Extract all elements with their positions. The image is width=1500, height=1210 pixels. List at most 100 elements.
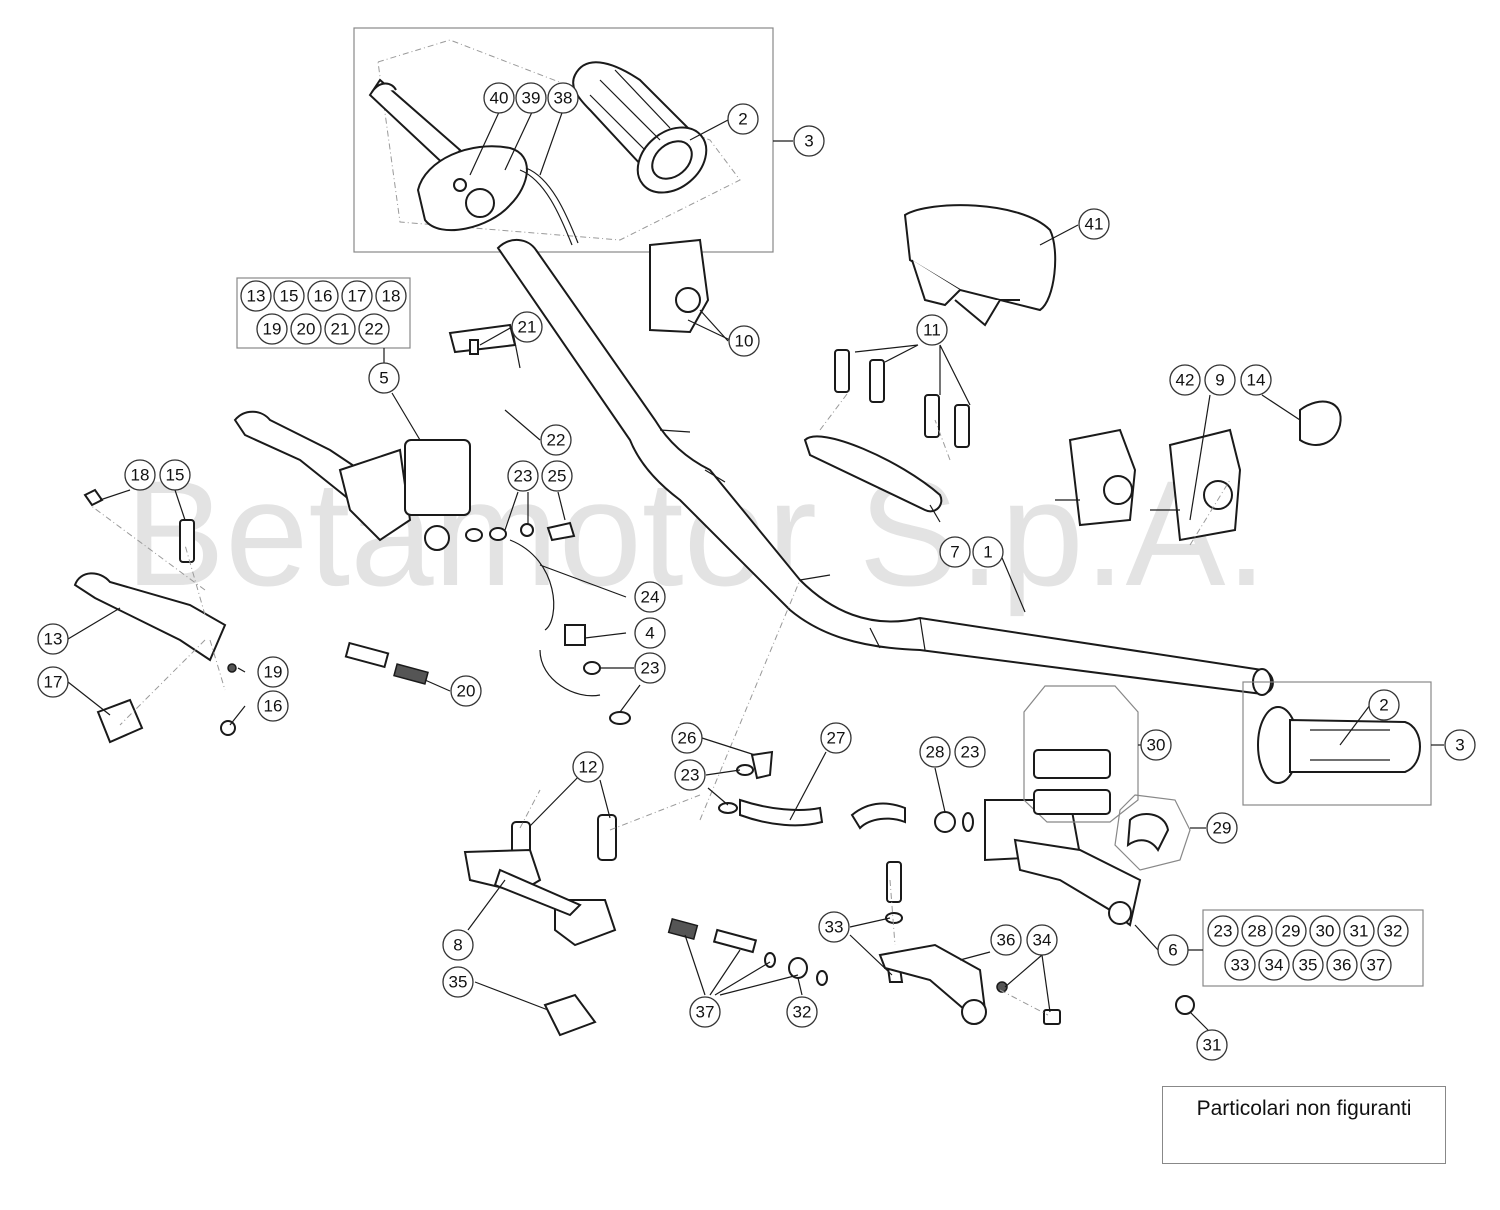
kit-6-item-label: 28: [1248, 922, 1267, 941]
callout-1-label: 1: [983, 543, 992, 562]
callout-16-label: 16: [264, 697, 283, 716]
kit-5-item: 15: [273, 280, 305, 312]
callout-33: 33: [818, 911, 850, 943]
callout-6-label: 6: [1168, 941, 1177, 960]
callout-2: 2: [1368, 689, 1400, 721]
leaders: [67, 109, 1444, 1031]
callout-41-label: 41: [1085, 215, 1104, 234]
kit-5-box: [236, 277, 411, 349]
callout-10-label: 10: [735, 332, 754, 351]
callout-16: 16: [257, 690, 289, 722]
kit-6-item: 29: [1275, 915, 1307, 947]
callout-26-label: 26: [678, 729, 697, 748]
callout-18-label: 18: [131, 466, 150, 485]
kit-6-item-label: 37: [1367, 956, 1386, 975]
kit-6-item-label: 34: [1265, 956, 1284, 975]
kit-5-item-label: 15: [280, 287, 299, 306]
callout-37-label: 37: [696, 1003, 715, 1022]
kit-6-item: 37: [1360, 949, 1392, 981]
callout-42: 42: [1169, 364, 1201, 396]
not-shown-box: Particolari non figuranti: [1162, 1086, 1446, 1164]
brake-hose: [718, 750, 906, 830]
kit-6-item: 33: [1224, 949, 1256, 981]
callout-4-label: 4: [645, 624, 654, 643]
callout-34-label: 34: [1033, 931, 1052, 950]
kit-6-item-label: 35: [1299, 956, 1318, 975]
kit-5-item-label: 19: [263, 320, 282, 339]
kit-5-item-label: 16: [314, 287, 333, 306]
callout-19-label: 19: [264, 663, 283, 682]
lower-clamp: [463, 814, 617, 1037]
callout-14: 14: [1240, 364, 1272, 396]
kit-5-item-label: 20: [297, 320, 316, 339]
callout-5: 5: [368, 362, 400, 394]
callout-34: 34: [1026, 924, 1058, 956]
callout-4: 4: [634, 617, 666, 649]
kit-5-item: 18: [375, 280, 407, 312]
callout-32: 32: [786, 996, 818, 1028]
kit-6-item-label: 33: [1231, 956, 1250, 975]
callout-31: 31: [1196, 1029, 1228, 1061]
kit-6-contents: 23 28 29 30 31 32 33 34 35 36 37: [1207, 915, 1409, 981]
right-grip-box: [1242, 681, 1432, 806]
callout-17-label: 17: [44, 673, 63, 692]
callout-11: 11: [916, 314, 948, 346]
callout-25-label: 25: [548, 467, 567, 486]
kit-6-item-label: 31: [1350, 922, 1369, 941]
kit-5-item: 20: [290, 313, 322, 345]
callout-33-label: 33: [825, 918, 844, 937]
callout-40-label: 40: [490, 89, 509, 108]
kit-6-item: 34: [1258, 949, 1290, 981]
callout-35: 35: [442, 966, 474, 998]
callout-28: 28: [919, 736, 951, 768]
callout-15-label: 15: [166, 466, 185, 485]
callout-23: 23: [507, 460, 539, 492]
callout-19: 19: [257, 656, 289, 688]
throttle-assembly-box: [353, 27, 774, 253]
grip-top: [572, 61, 708, 194]
kit-5-item: 19: [256, 313, 288, 345]
callout-17: 17: [37, 666, 69, 698]
callout-38: 38: [547, 82, 579, 114]
callout-23-label: 23: [961, 743, 980, 762]
kit-6-item-label: 30: [1316, 922, 1335, 941]
callout-29-label: 29: [1213, 819, 1232, 838]
callout-24-label: 24: [641, 588, 660, 607]
kit-5-item-label: 21: [331, 320, 350, 339]
callout-39: 39: [515, 82, 547, 114]
kit-5-item: 22: [358, 313, 390, 345]
callout-22-label: 22: [547, 431, 566, 450]
callout-23: 23: [634, 652, 666, 684]
callout-23-label: 23: [641, 659, 660, 678]
kit-5-contents: 13 15 16 17 18 19 20 21 22: [240, 280, 407, 345]
callout-22: 22: [540, 424, 572, 456]
callout-32-label: 32: [793, 1003, 812, 1022]
callout-40: 40: [483, 82, 515, 114]
callout-3-label: 3: [1455, 736, 1464, 755]
callout-36: 36: [990, 924, 1022, 956]
callout-21-label: 21: [518, 318, 537, 337]
left-lever-group: [73, 323, 631, 744]
kit-5-item: 13: [240, 280, 272, 312]
kit-5-item-label: 13: [247, 287, 266, 306]
callout-11-label: 11: [923, 321, 941, 340]
callout-2-label: 2: [738, 110, 747, 129]
kit-5-item: 17: [341, 280, 373, 312]
not-shown-title: Particolari non figuranti: [1196, 1097, 1412, 1120]
callout-38-label: 38: [554, 89, 573, 108]
callout-26: 26: [671, 722, 703, 754]
kit-6-box: [1202, 909, 1424, 987]
callout-2-label: 2: [1379, 696, 1388, 715]
callout-15: 15: [159, 459, 191, 491]
callout-39-label: 39: [522, 89, 541, 108]
kill-switch: [649, 238, 731, 341]
callout-18: 18: [124, 459, 156, 491]
handlebar: [496, 239, 1274, 696]
kit-6-item: 31: [1343, 915, 1375, 947]
kit-5-item-label: 17: [348, 287, 367, 306]
handlebar-pad: [903, 204, 1057, 327]
kit-6-item: 28: [1241, 915, 1273, 947]
callout-7: 7: [939, 536, 971, 568]
callout-27: 27: [820, 722, 852, 754]
callout-41: 41: [1078, 208, 1110, 240]
